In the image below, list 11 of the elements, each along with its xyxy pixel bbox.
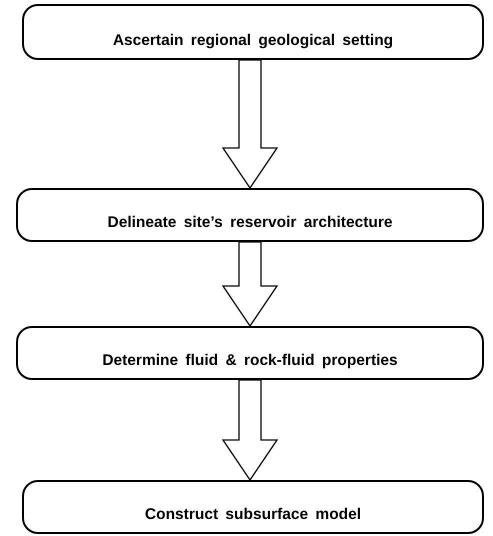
process-box — [22, 480, 484, 534]
hollow-arrow — [222, 379, 278, 482]
process-box — [16, 326, 484, 380]
hollow-arrow — [222, 59, 278, 190]
step-label: Ascertain regional geological setting — [112, 32, 394, 50]
process-box — [22, 4, 484, 60]
process-box — [16, 188, 484, 242]
step-label: Construct subsurface model — [144, 506, 362, 524]
step-label: Delineate site’s reservoir architecture — [108, 214, 392, 232]
hollow-arrow — [222, 241, 278, 328]
step-label: Determine fluid & rock-fluid properties — [102, 352, 398, 370]
